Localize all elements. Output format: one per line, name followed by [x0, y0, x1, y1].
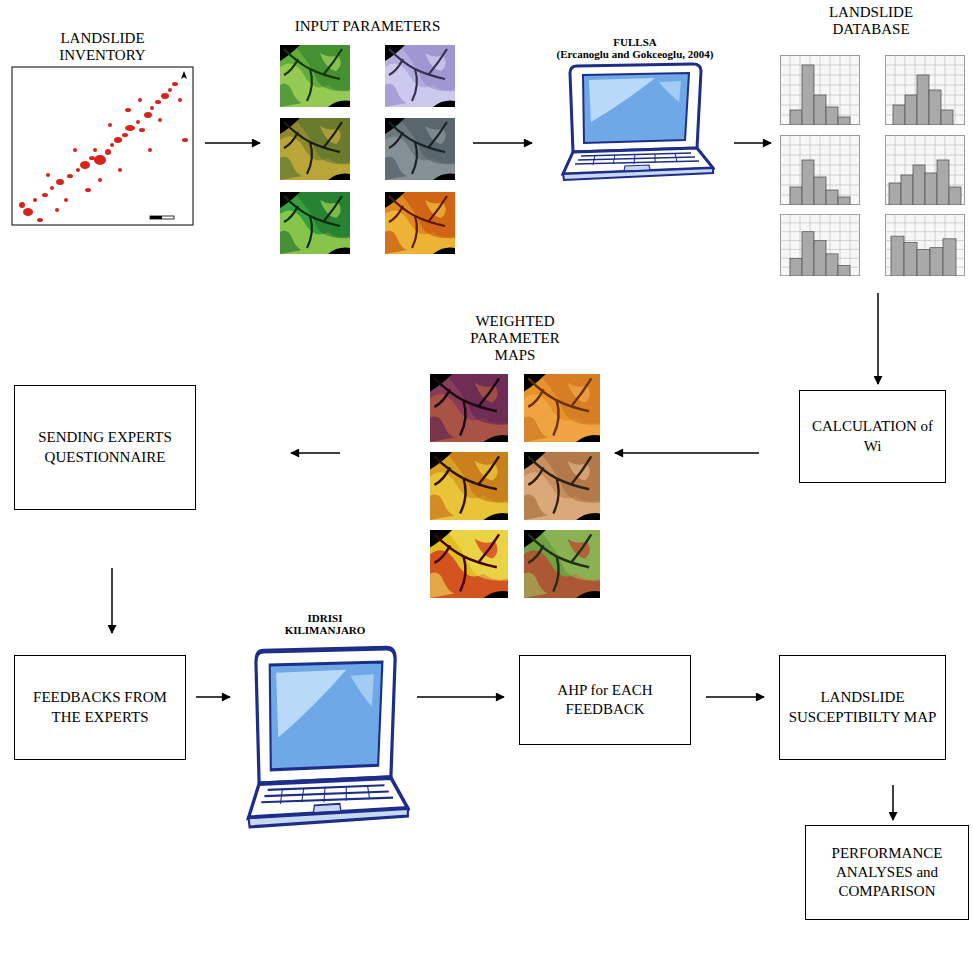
flow-arrow: [291, 452, 340, 454]
input-parameter-maps: [280, 45, 455, 254]
process-box: SENDING EXPERTS QUESTIONNAIRE: [14, 385, 196, 510]
panel-heading: LANDSLIDE DATABASE: [806, 4, 936, 38]
panel-heading: IDRISI KILIMANJARO: [280, 612, 370, 637]
laptop-icon: [249, 648, 408, 827]
process-box: FEEDBACKS FROM THE EXPERTS: [14, 655, 186, 760]
box-label: PERFORMANCE ANALYSES and COMPARISON: [814, 844, 960, 902]
box-label: FEEDBACKS FROM THE EXPERTS: [23, 688, 177, 726]
process-box: CALCULATION of Wi: [799, 390, 946, 483]
figure-panel: LANDSLIDE DATABASE: [775, 4, 967, 278]
inventory-map: [12, 67, 193, 225]
flow-arrow: [892, 785, 894, 820]
figure-panel: IDRISI KILIMANJARO: [235, 612, 415, 832]
panel-heading: FULLSA: [613, 36, 656, 48]
figure-panel: WEIGHTED PARAMETER MAPS: [425, 313, 605, 603]
laptop-icon: [563, 64, 713, 180]
flow-arrow: [205, 142, 260, 144]
flow-arrow: [417, 696, 504, 698]
flow-arrow: [615, 452, 759, 454]
histograms: [780, 55, 965, 276]
panel-heading: (Ercanoglu and Gokceoglu, 2004): [557, 48, 714, 60]
box-label: CALCULATION of Wi: [808, 417, 937, 455]
flow-arrow: [877, 293, 879, 384]
box-label: SENDING EXPERTS QUESTIONNAIRE: [23, 428, 187, 466]
panel-heading: INPUT PARAMETERS: [295, 18, 440, 35]
flow-arrow: [111, 568, 113, 633]
flow-arrow: [706, 696, 764, 698]
figure-panel: FULLSA(Ercanoglu and Gokceoglu, 2004): [540, 36, 730, 182]
process-box: AHP for EACH FEEDBACK: [519, 655, 691, 745]
figure-panel: INPUT PARAMETERS: [270, 18, 465, 262]
figure-panel: LANDSLIDE INVENTORY: [10, 30, 195, 227]
flow-arrow: [473, 142, 532, 144]
process-box: PERFORMANCE ANALYSES and COMPARISON: [805, 825, 969, 920]
flow-arrow: [734, 142, 771, 144]
weighted-parameter-maps: [430, 374, 600, 598]
panel-heading: LANDSLIDE INVENTORY: [38, 30, 168, 64]
box-label: AHP for EACH FEEDBACK: [528, 681, 682, 719]
panel-heading: WEIGHTED PARAMETER MAPS: [458, 313, 573, 363]
box-label: LANDSLIDE SUSCEPTIBILTY MAP: [788, 688, 937, 726]
flow-arrow: [196, 696, 230, 698]
process-box: LANDSLIDE SUSCEPTIBILTY MAP: [779, 655, 946, 760]
